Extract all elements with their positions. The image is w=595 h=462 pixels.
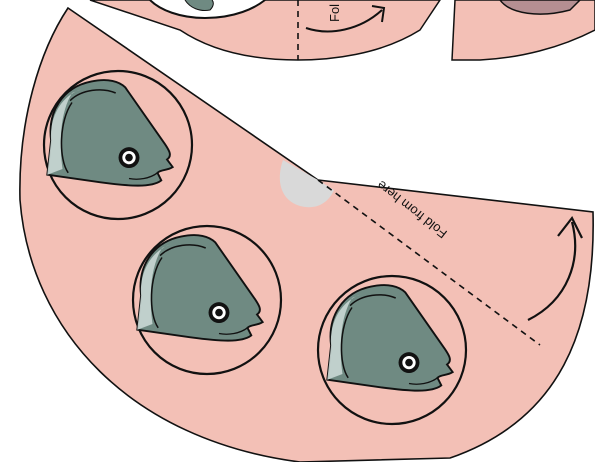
fish-circle-1 bbox=[44, 71, 192, 219]
fish-circle-2 bbox=[133, 226, 281, 374]
top-left-sector bbox=[90, 0, 440, 60]
fold-label-top: Fol bbox=[327, 4, 342, 22]
fish-circle-3 bbox=[318, 276, 466, 424]
